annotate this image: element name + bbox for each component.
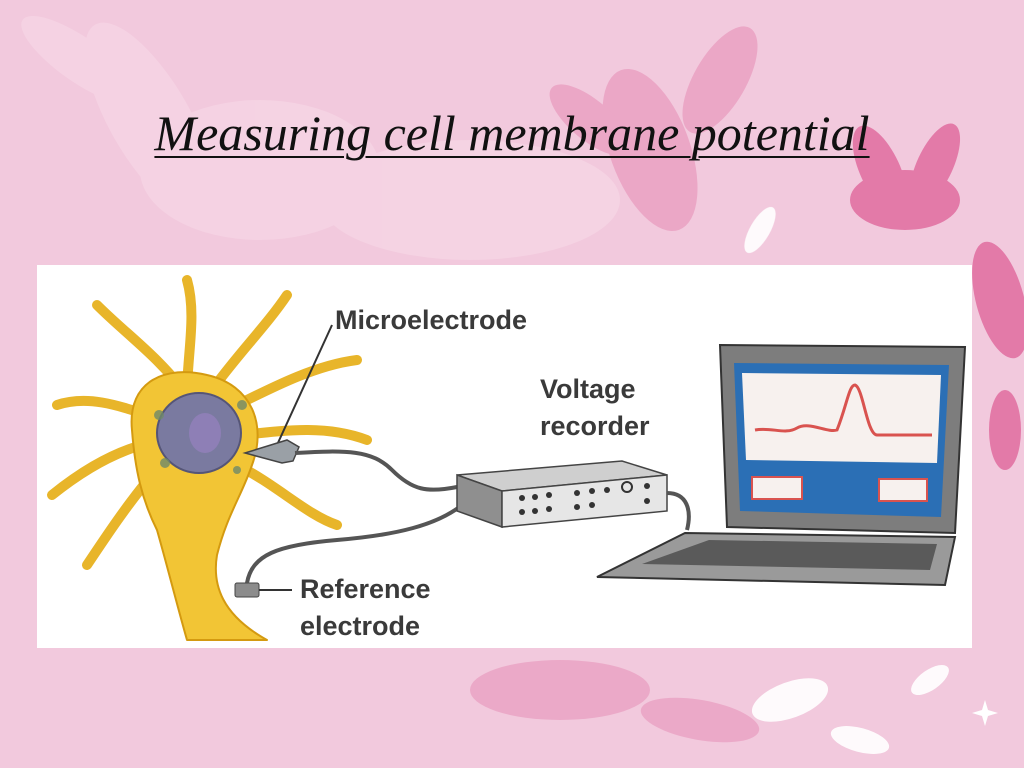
voltage-recorder-device — [456, 460, 668, 529]
petal-decoration — [640, 697, 760, 743]
petal-decoration — [602, 68, 698, 232]
screen-button-left — [751, 476, 803, 500]
petal-decoration — [140, 100, 380, 240]
nucleolus — [189, 413, 221, 453]
petal-decoration — [682, 26, 758, 134]
flower-decoration — [852, 125, 908, 215]
petal-decoration — [21, 15, 139, 105]
voltage-recorder-label-line1: Voltage — [540, 374, 636, 404]
reference-electrode-label-line1: Reference — [300, 574, 431, 604]
organelles — [154, 400, 247, 474]
microelectrode-pointer — [276, 324, 333, 446]
reference-electrode-label-line2: electrode — [300, 611, 420, 641]
voltage-trace — [754, 383, 932, 437]
petal-decoration — [549, 84, 631, 156]
petal-decoration — [320, 140, 620, 260]
flower-decoration — [989, 390, 1021, 470]
diagram-figure: Microelectrode Voltage recorder Referenc… — [37, 265, 972, 648]
recorder-to-laptop-cable — [666, 491, 691, 531]
microelectrode-label: Microelectrode — [335, 305, 527, 335]
laptop — [596, 343, 967, 587]
flower-decoration — [909, 123, 961, 207]
petal-decoration — [470, 660, 650, 720]
laptop-keys — [642, 540, 937, 570]
membrane-potential-diagram: Microelectrode Voltage recorder Referenc… — [47, 275, 967, 641]
sparkle-icon — [972, 700, 998, 726]
leaf-decoration — [830, 726, 890, 754]
microelectrode-cable — [294, 449, 458, 492]
leaf-decoration — [911, 664, 949, 696]
leaf-decoration — [744, 206, 776, 254]
flower-decoration — [972, 241, 1024, 359]
screen-button-right — [878, 478, 928, 502]
reference-electrode-cable — [245, 503, 464, 584]
leaf-decoration — [751, 678, 829, 722]
neuron-dendrites — [47, 275, 372, 570]
voltage-recorder-label-line2: recorder — [540, 411, 650, 441]
slide-title: Measuring cell membrane potential — [154, 105, 870, 161]
reference-electrode-icon — [234, 582, 260, 598]
